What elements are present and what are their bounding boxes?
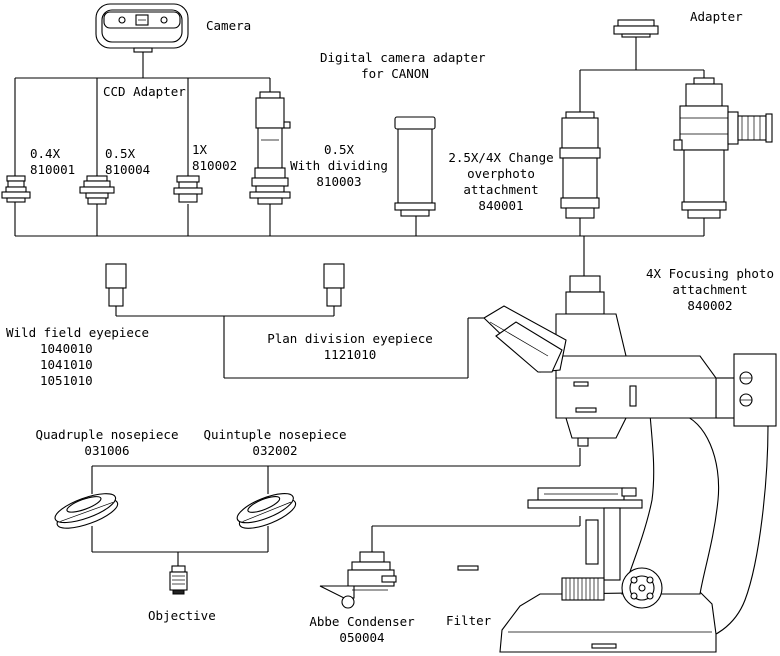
wild-field-code-2: 1041010 bbox=[40, 357, 93, 372]
adapter-label: Adapter bbox=[690, 9, 743, 24]
digital-adapter-line1: Digital camera adapter bbox=[320, 50, 486, 65]
ccd-1x-mag: 1X bbox=[192, 142, 208, 157]
ccd-adapter-label: CCD Adapter bbox=[103, 84, 186, 99]
ccd-04x-label: 0.4X 810001 bbox=[30, 146, 75, 178]
focusing-attachment-label: 4X Focusing photo attachment 840002 bbox=[640, 266, 780, 314]
ccd-05x-div-code: 810003 bbox=[316, 174, 362, 189]
objective-label: Objective bbox=[148, 608, 216, 623]
ccd-adapter-05x-dividing-drawing bbox=[249, 91, 291, 205]
filter-label: Filter bbox=[446, 613, 492, 628]
objective-drawing bbox=[169, 565, 188, 595]
quadruple-code: 031006 bbox=[84, 443, 130, 458]
quadruple-nosepiece-label: Quadruple nosepiece 031006 bbox=[30, 427, 184, 459]
wild-field-codes: 1040010 1041010 1051010 bbox=[40, 341, 93, 389]
focusing-attachment-line3: 840002 bbox=[687, 298, 733, 313]
plan-division-code: 1121010 bbox=[323, 347, 377, 362]
focusing-attachment-line1: 4X Focusing photo bbox=[646, 266, 774, 281]
ccd-05x-dividing-label: 0.5X With dividing 810003 bbox=[286, 142, 392, 190]
quadruple-nosepiece-drawing bbox=[54, 493, 119, 529]
focusing-photo-attachment-drawing bbox=[673, 77, 773, 219]
plan-division-eyepiece-label: Plan division eyepiece 1121010 bbox=[262, 331, 438, 363]
wild-field-code-3: 1051010 bbox=[40, 373, 93, 388]
quintuple-code: 032002 bbox=[252, 443, 298, 458]
change-attachment-line2: overphoto bbox=[467, 166, 535, 181]
abbe-condenser-label: Abbe Condenser 050004 bbox=[304, 614, 420, 646]
adapter-drawing bbox=[613, 19, 659, 38]
abbe-title: Abbe Condenser bbox=[309, 614, 415, 629]
focusing-attachment-line2: attachment bbox=[672, 282, 748, 297]
digital-camera-adapter-label: Digital camera adapter for CANON bbox=[320, 50, 486, 82]
digital-adapter-line2: for CANON bbox=[361, 66, 429, 81]
ccd-adapter-05x-drawing bbox=[79, 175, 115, 205]
camera-label: Camera bbox=[206, 18, 252, 33]
quintuple-title: Quintuple nosepiece bbox=[203, 427, 347, 442]
plan-division-eyepiece-drawing bbox=[323, 263, 345, 307]
ccd-04x-code: 810001 bbox=[30, 162, 76, 177]
ccd-1x-code: 810002 bbox=[192, 158, 238, 173]
change-overphoto-attachment-drawing bbox=[559, 111, 601, 219]
change-attachment-line3: attachment bbox=[463, 182, 539, 197]
quadruple-title: Quadruple nosepiece bbox=[35, 427, 179, 442]
ccd-05x-mag: 0.5X bbox=[105, 146, 136, 161]
ccd-1x-label: 1X 810002 bbox=[192, 142, 237, 174]
ccd-05x-div-mag: 0.5X bbox=[323, 142, 355, 157]
change-attachment-line4: 840001 bbox=[478, 198, 524, 213]
ccd-04x-mag: 0.4X bbox=[30, 146, 61, 161]
camera-drawing bbox=[95, 3, 189, 53]
connector-lines bbox=[14, 36, 705, 566]
plan-division-title: Plan division eyepiece bbox=[267, 331, 433, 346]
microscope-drawing bbox=[483, 275, 777, 653]
wild-field-eyepiece-title: Wild field eyepiece bbox=[6, 325, 149, 340]
ccd-05x-div-text: With dividing bbox=[290, 158, 388, 173]
wild-field-code-1: 1040010 bbox=[40, 341, 93, 356]
abbe-condenser-drawing bbox=[319, 551, 397, 609]
change-attachment-label: 2.5X/4X Change overphoto attachment 8400… bbox=[444, 150, 558, 214]
ccd-adapter-04x-drawing bbox=[1, 175, 31, 203]
change-attachment-line1: 2.5X/4X Change bbox=[448, 150, 554, 165]
abbe-code: 050004 bbox=[339, 630, 385, 645]
ccd-05x-label: 0.5X 810004 bbox=[105, 146, 150, 178]
quintuple-nosepiece-drawing bbox=[236, 493, 297, 529]
ccd-05x-code: 810004 bbox=[105, 162, 151, 177]
ccd-adapter-1x-drawing bbox=[173, 175, 203, 203]
wild-field-eyepiece-drawing bbox=[105, 263, 127, 307]
quintuple-nosepiece-label: Quintuple nosepiece 032002 bbox=[198, 427, 352, 459]
filter-drawing bbox=[457, 565, 479, 571]
digital-camera-adapter-drawing bbox=[394, 116, 436, 217]
